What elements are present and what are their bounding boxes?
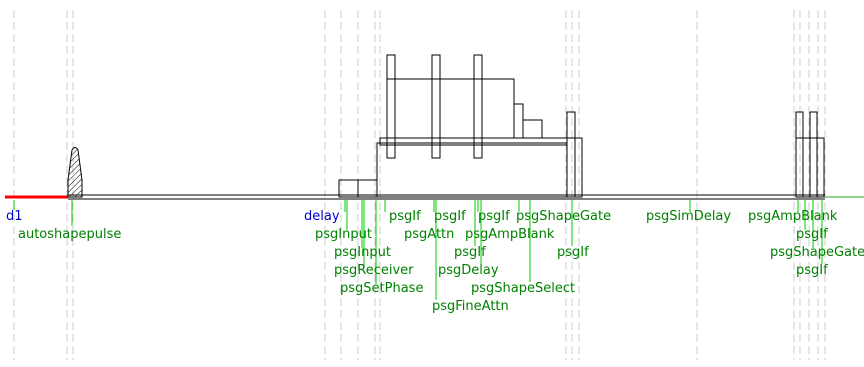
label-psgShapeGate-1: psgShapeGate bbox=[516, 209, 611, 224]
label-psgIf-1: psgIf bbox=[389, 209, 421, 224]
pulse-block bbox=[376, 142, 568, 198]
baseline bbox=[5, 194, 864, 200]
label-psgIf-5: psgIf bbox=[557, 245, 589, 260]
pulse-block bbox=[522, 119, 543, 139]
pulse-block bbox=[386, 78, 396, 159]
pulse-block bbox=[338, 179, 359, 198]
label-psgIf-3: psgIf bbox=[478, 209, 510, 224]
label-psgShapeGate-2: psgShapeGate bbox=[770, 245, 864, 260]
label-psgSimDelay: psgSimDelay bbox=[646, 209, 731, 224]
pulse-block bbox=[431, 54, 441, 80]
label-psgIf-2: psgIf bbox=[434, 209, 466, 224]
label-psgIf-6: psgIf bbox=[796, 227, 828, 242]
pulse-block bbox=[473, 78, 483, 159]
label-psgIf-7: psgIf bbox=[796, 263, 828, 278]
label-psgReceiver: psgReceiver bbox=[334, 263, 414, 278]
label-psgSetPhase: psgSetPhase bbox=[340, 281, 423, 296]
label-psgShapeSelect: psgShapeSelect bbox=[471, 281, 575, 296]
guide-lines bbox=[13, 10, 826, 360]
pulse-block bbox=[809, 111, 818, 139]
label-psgFineAttn: psgFineAttn bbox=[432, 299, 509, 314]
pulse-block bbox=[566, 111, 576, 139]
label-psgAttn: psgAttn bbox=[404, 227, 454, 242]
label-psgAmpBlank-2: psgAmpBlank bbox=[748, 209, 838, 224]
label-psgIf-4: psgIf bbox=[454, 245, 486, 260]
label-autoshapepulse: autoshapepulse bbox=[18, 227, 121, 242]
label-psgInput-1: psgInput bbox=[315, 227, 372, 242]
main-pulse-group bbox=[376, 54, 583, 198]
pulse-block bbox=[513, 103, 524, 139]
pulse-block bbox=[386, 54, 396, 80]
label-psgInput-2: psgInput bbox=[334, 245, 391, 260]
label-d1: d1 bbox=[6, 209, 23, 224]
pulse-block bbox=[386, 78, 515, 139]
right-pulse-group bbox=[795, 111, 825, 198]
shaped-pulse bbox=[67, 147, 83, 198]
labels: d1 delay autoshapepulse psgInput psgInpu… bbox=[6, 209, 864, 314]
pulse-block bbox=[473, 54, 483, 80]
label-psgDelay: psgDelay bbox=[438, 263, 499, 278]
pulse-block bbox=[357, 179, 378, 198]
marker-lines bbox=[13, 200, 823, 300]
pulse-block bbox=[431, 78, 441, 159]
label-delay: delay bbox=[304, 209, 340, 224]
label-psgAmpBlank-1: psgAmpBlank bbox=[465, 227, 555, 242]
